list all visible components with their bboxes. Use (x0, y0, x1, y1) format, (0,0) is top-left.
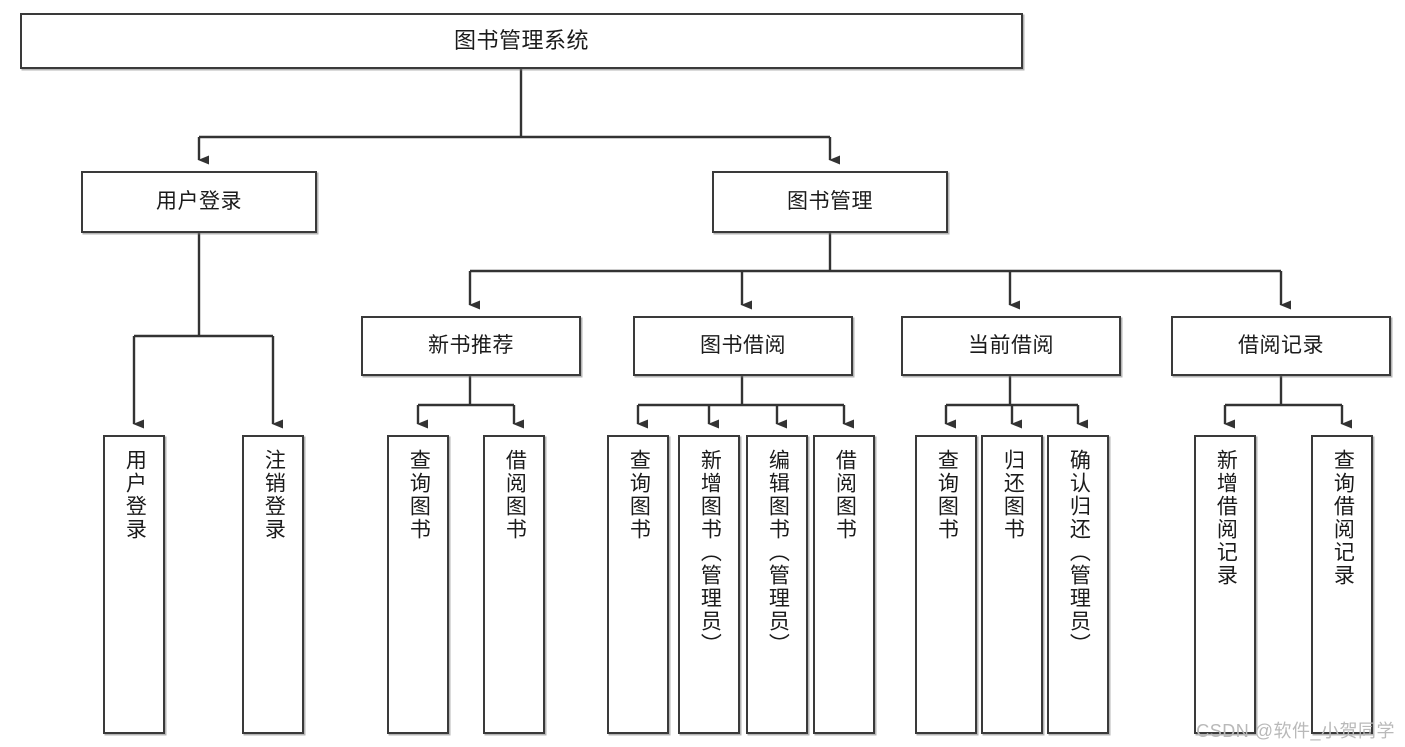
node-borrow-record[interactable]: 借阅记录 (1171, 316, 1391, 376)
node-leaf-return-book-label: 归还图书 (1001, 449, 1025, 541)
node-leaf-confirm-return[interactable]: 确认归还（管理员） (1047, 435, 1109, 734)
node-leaf-query-book-1[interactable]: 查询图书 (387, 435, 449, 734)
node-leaf-add-record-label: 新增借阅记录 (1214, 449, 1238, 587)
node-leaf-add-record[interactable]: 新增借阅记录 (1194, 435, 1256, 734)
node-borrow-record-label: 借阅记录 (1238, 333, 1324, 357)
node-leaf-edit-book[interactable]: 编辑图书（管理员） (746, 435, 808, 734)
node-book-manage[interactable]: 图书管理 (712, 171, 948, 233)
node-leaf-borrow-book-1-label: 借阅图书 (503, 449, 527, 541)
node-leaf-borrow-book-2[interactable]: 借阅图书 (813, 435, 875, 734)
node-leaf-user-login[interactable]: 用户登录 (103, 435, 165, 734)
node-leaf-query-book-2[interactable]: 查询图书 (607, 435, 669, 734)
node-leaf-add-book-label: 新增图书（管理员） (698, 449, 722, 656)
node-leaf-query-book-1-label: 查询图书 (407, 449, 431, 541)
node-new-book-recommend[interactable]: 新书推荐 (361, 316, 581, 376)
node-current-borrow[interactable]: 当前借阅 (901, 316, 1121, 376)
node-leaf-query-book-2-label: 查询图书 (627, 449, 651, 541)
node-leaf-query-record-label: 查询借阅记录 (1331, 449, 1355, 587)
node-leaf-borrow-book-1[interactable]: 借阅图书 (483, 435, 545, 734)
node-leaf-query-record[interactable]: 查询借阅记录 (1311, 435, 1373, 734)
node-current-borrow-label: 当前借阅 (968, 333, 1054, 357)
node-book-manage-label: 图书管理 (787, 189, 873, 213)
watermark: CSDN @软件_小贺同学 (1196, 721, 1395, 741)
node-leaf-user-logout[interactable]: 注销登录 (242, 435, 304, 734)
node-leaf-add-book[interactable]: 新增图书（管理员） (678, 435, 740, 734)
node-leaf-query-book-3[interactable]: 查询图书 (915, 435, 977, 734)
node-user-login[interactable]: 用户登录 (81, 171, 317, 233)
node-leaf-user-login-label: 用户登录 (123, 449, 147, 541)
node-leaf-user-logout-label: 注销登录 (262, 449, 286, 541)
node-leaf-edit-book-label: 编辑图书（管理员） (766, 449, 790, 656)
node-book-borrow-label: 图书借阅 (700, 333, 786, 357)
node-book-borrow[interactable]: 图书借阅 (633, 316, 853, 376)
node-root[interactable]: 图书管理系统 (20, 13, 1023, 69)
node-user-login-label: 用户登录 (156, 189, 242, 213)
node-leaf-borrow-book-2-label: 借阅图书 (833, 449, 857, 541)
node-new-book-recommend-label: 新书推荐 (428, 333, 514, 357)
node-root-label: 图书管理系统 (453, 28, 589, 54)
node-leaf-return-book[interactable]: 归还图书 (981, 435, 1043, 734)
node-leaf-query-book-3-label: 查询图书 (935, 449, 959, 541)
node-leaf-confirm-return-label: 确认归还（管理员） (1067, 449, 1091, 656)
